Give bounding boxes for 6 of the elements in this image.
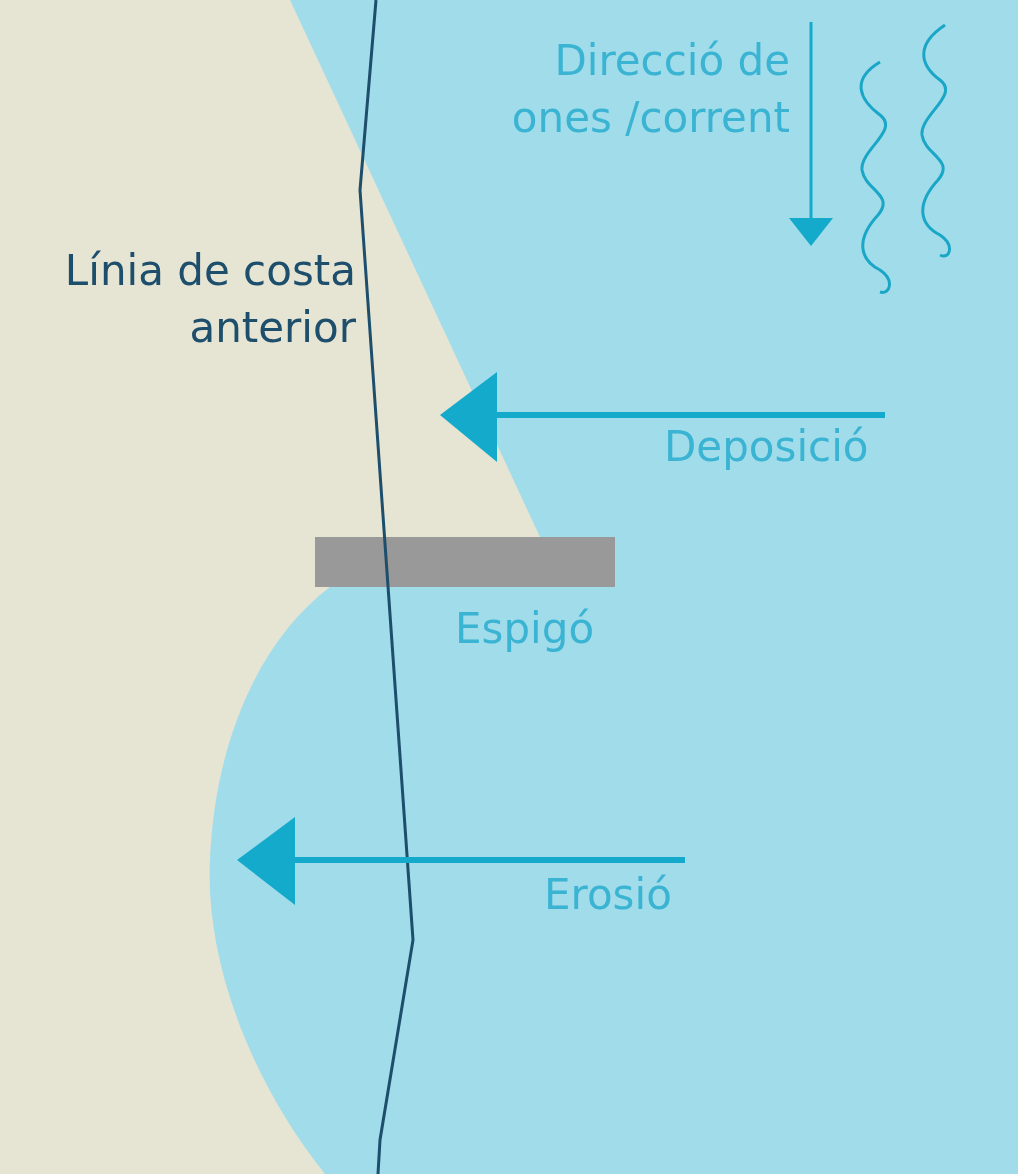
groyne <box>315 537 615 587</box>
erosion-label: Erosió <box>544 869 672 921</box>
direction-label: Direcció de ones /corrent <box>510 35 790 145</box>
shoreline-label: Línia de costa anterior <box>63 245 356 355</box>
groyne-label: Espigó <box>455 603 595 655</box>
deposition-label: Deposició <box>664 421 869 473</box>
